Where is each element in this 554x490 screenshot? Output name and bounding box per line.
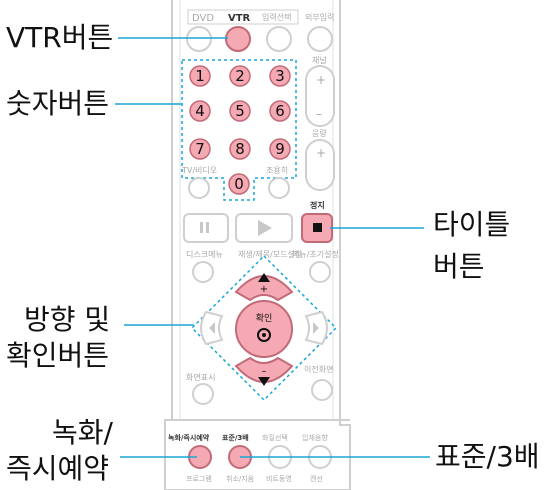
confirm-dot-icon <box>262 333 266 337</box>
number-8-label: 8 <box>235 140 245 158</box>
number-4-button[interactable] <box>189 100 211 122</box>
stop-label: 정지 <box>310 200 325 210</box>
vtr-button[interactable] <box>225 26 251 52</box>
number-2-button[interactable] <box>229 65 251 87</box>
number-9-button[interactable] <box>269 138 291 160</box>
number-7-label: 7 <box>195 140 205 158</box>
direction-callout-line1: 방향 및 <box>24 303 111 336</box>
previous-screen-label: 이전화면 <box>304 364 333 374</box>
down-button[interactable] <box>234 356 294 383</box>
pause-icon-bar1 <box>200 222 203 233</box>
number-1-label: 1 <box>195 67 205 85</box>
minus-icon: – <box>262 366 267 377</box>
program-label: 프로그램 <box>186 475 212 483</box>
left-arrow-icon <box>209 322 215 334</box>
cancel-label: 취소/지움 <box>226 474 255 483</box>
record-callout-line2: 즉시예약 <box>6 452 110 485</box>
direction-pad-outline <box>190 254 338 402</box>
mute-label: 조용히 <box>266 165 288 175</box>
plus-icon: + <box>260 284 268 295</box>
number-buttons-callout: 숫자버튼 <box>6 87 110 120</box>
number-pad-outline <box>181 59 297 201</box>
stop-icon <box>313 223 322 232</box>
channel-rocker[interactable] <box>305 65 335 127</box>
number-3-button[interactable] <box>269 65 291 87</box>
dvd-button[interactable] <box>186 26 212 52</box>
tv-video-button[interactable] <box>188 177 210 199</box>
number-1-button[interactable] <box>189 65 211 87</box>
menu-setup-button[interactable] <box>309 261 331 283</box>
channel-up-icon: + <box>316 73 326 87</box>
screen-display-button[interactable] <box>192 383 214 405</box>
channel-down-icon: – <box>316 107 322 121</box>
dubbing-label: 비트동영 <box>266 474 292 483</box>
menu-setup-label: 메뉴/초기설정 <box>292 249 339 259</box>
down-arrow-icon <box>258 377 270 386</box>
number-5-button[interactable] <box>229 100 251 122</box>
title-menu-label: 재생/제목/모드설정 <box>238 249 302 259</box>
input-select-button[interactable] <box>266 26 292 52</box>
number-3-label: 3 <box>275 67 285 85</box>
play-icon <box>258 220 272 236</box>
stereo-label: 입체음향 <box>302 433 328 442</box>
direction-callout-line2: 확인버튼 <box>6 339 110 372</box>
title-button-callout-line2: 버튼 <box>433 250 485 283</box>
number-6-button[interactable] <box>269 100 291 122</box>
number-4-label: 4 <box>195 102 205 120</box>
channel-label: 채널 <box>312 55 327 65</box>
external-input-button[interactable] <box>307 26 333 52</box>
confirm-ring-icon <box>257 328 271 342</box>
right-arrow-icon <box>313 322 319 334</box>
picture-select-label: 화질선택 <box>262 433 288 442</box>
volume-label: 음량 <box>312 128 327 138</box>
number-0-label: 0 <box>234 175 244 193</box>
number-9-label: 9 <box>275 140 285 158</box>
volume-rocker[interactable] <box>305 139 335 191</box>
title-button-callout-line1: 타이틀 <box>433 208 511 241</box>
standard-3x-callout: 표준/3배 <box>435 440 540 473</box>
number-7-button[interactable] <box>189 138 211 160</box>
input-select-label: 입력선택 <box>262 12 291 22</box>
up-button[interactable] <box>234 275 294 302</box>
vtr-top-label: VTR <box>228 13 251 24</box>
confirm-label: 확인 <box>256 312 273 324</box>
number-6-label: 6 <box>275 102 285 120</box>
vtr-button-callout: VTR버튼 <box>6 21 114 54</box>
repeat-label: 캔선 <box>310 474 323 483</box>
record-label: 녹화/즉시예약 <box>168 433 210 442</box>
disc-menu-label: 디스크메뉴 <box>186 250 223 259</box>
number-2-label: 2 <box>235 67 245 85</box>
dvd-label: DVD <box>192 13 214 24</box>
disc-menu-button[interactable] <box>192 261 214 283</box>
volume-up-icon: + <box>316 146 326 160</box>
screen-display-label: 화면표시 <box>186 372 215 382</box>
number-8-button[interactable] <box>229 138 251 160</box>
previous-screen-button[interactable] <box>311 379 333 401</box>
mute-button[interactable] <box>268 177 290 199</box>
tv-video-label: TV/비디오 <box>181 166 217 175</box>
pause-icon-bar2 <box>206 222 209 233</box>
number-0-button[interactable] <box>228 173 250 195</box>
standard-label: 표준/3배 <box>222 433 249 442</box>
number-5-label: 5 <box>235 102 245 120</box>
up-arrow-icon <box>258 273 270 282</box>
record-callout-line1: 녹화/ <box>52 416 113 449</box>
number-buttons: 1 2 3 4 5 6 7 8 9 0 <box>189 65 291 195</box>
external-input-label: 외부입력 <box>305 12 334 22</box>
